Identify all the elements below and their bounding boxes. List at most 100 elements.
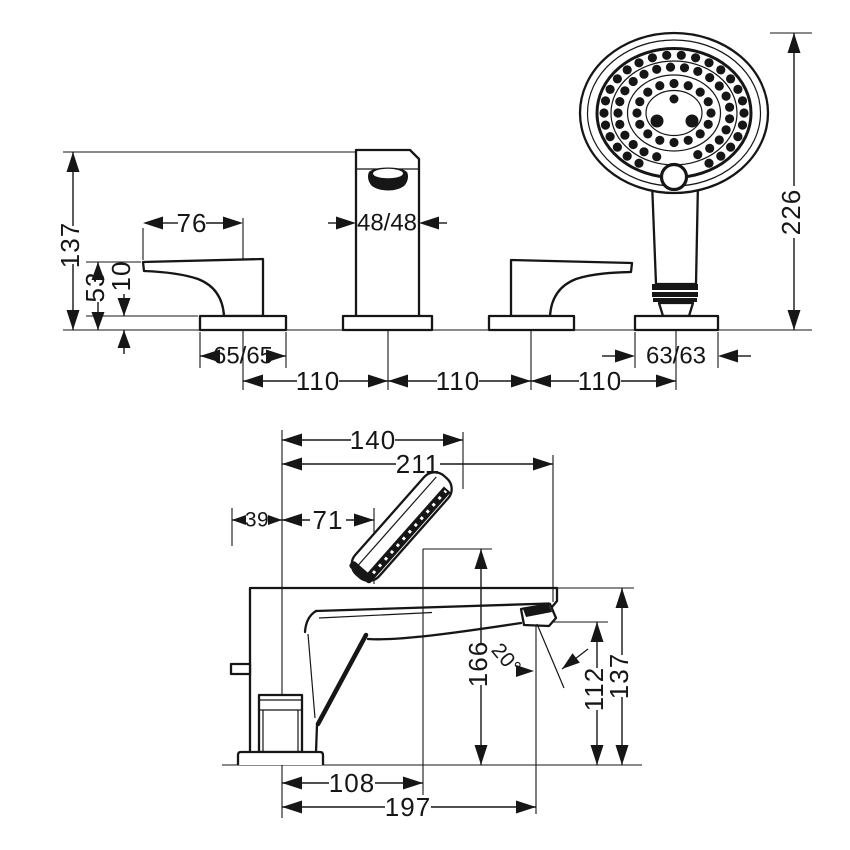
handshower-front (578, 31, 770, 332)
nozzle-dot (613, 108, 623, 118)
dim-label-spacing-right: 110 (578, 366, 622, 396)
dim-handle-escutcheon: 65/65 (200, 343, 286, 370)
nozzle-dot (600, 96, 611, 106)
dim-label-outlet-reach: 197 (385, 792, 431, 822)
nozzle-dot (620, 130, 630, 140)
nozzle-dot (669, 137, 679, 148)
center-jet (685, 114, 699, 128)
nozzle-dot (655, 135, 665, 145)
nozzle-dot (622, 65, 632, 75)
nozzle-dot (669, 78, 679, 89)
nozzle-dot (695, 129, 705, 139)
handle-ring-hole (659, 162, 689, 192)
escutcheon-side (236, 750, 325, 765)
nozzle-dot (634, 158, 644, 168)
dim-label-spout-escutcheon: 48/48 (357, 210, 417, 237)
stream-line (536, 623, 565, 689)
dim-spout-reach: 211 (282, 449, 553, 479)
nozzle-dot (725, 114, 735, 124)
nozzle-dot (739, 108, 749, 118)
nozzle-dots (599, 50, 749, 168)
dim-label-spout-reach: 211 (396, 449, 440, 479)
nozzle-dot (716, 151, 726, 161)
spout-lip-highlight (373, 168, 403, 179)
nozzle-dot (721, 125, 731, 135)
nozzle-dot (705, 73, 715, 83)
nozzle-dot (706, 108, 716, 118)
nozzle-dot (620, 86, 630, 96)
nozzle-dot (693, 150, 703, 160)
blade-crease (314, 602, 551, 613)
center-jet (669, 94, 679, 104)
dim-shower-escutcheon: 63/63 (602, 343, 751, 370)
connector-cone (657, 301, 695, 318)
nozzle-dot (726, 74, 736, 84)
nozzle-dot (714, 81, 724, 91)
dim-shower-axis-offset: 108 (282, 768, 423, 798)
nozzle-dot (643, 87, 653, 97)
nozzle-dot (691, 53, 701, 63)
handshower-side (349, 471, 453, 584)
dim-label-spacing-mid: 110 (436, 366, 480, 396)
dim-handle-height: 53 (80, 262, 110, 330)
nozzle-dot (679, 63, 690, 73)
nozzle-dot (612, 142, 623, 152)
dim-label-rear-clearance: 39 (245, 509, 269, 532)
connector-ring (653, 298, 697, 302)
nozzle-dot (703, 119, 713, 129)
nozzle-dot (703, 97, 713, 107)
nozzle-dot (683, 81, 693, 91)
front-elevation-view: 76 48/48 137 53 10 (55, 31, 812, 396)
dim-shower-mount-height: 166 (463, 549, 493, 765)
nozzle-dot (599, 108, 609, 118)
dim-handle-reach: 76 (143, 208, 243, 238)
nozzle-dot (639, 69, 649, 79)
spout-escutcheon-plate (341, 314, 434, 332)
connector-ring (652, 292, 698, 297)
nozzle-dot (635, 119, 645, 129)
nozzle-dot (605, 132, 615, 142)
dim-label-handle-escutcheon: 65/65 (213, 343, 273, 370)
nozzle-dot (737, 120, 748, 130)
dim-label-handshower-height: 226 (776, 189, 806, 235)
nozzle-dot (683, 135, 693, 145)
nozzle-dot (695, 87, 705, 97)
dim-spout-escutcheon: 48/48 (328, 210, 447, 237)
dim-escutcheon-thickness: 10 (106, 261, 136, 354)
nozzle-dot (704, 158, 714, 168)
nozzle-dot (737, 96, 748, 106)
left-handle-escutcheon (198, 314, 288, 332)
nozzle-dot (647, 53, 658, 63)
dim-label-shower-mount-height: 166 (463, 641, 493, 687)
nozzle-dot (652, 152, 662, 162)
nozzle-dot (733, 132, 743, 142)
nozzle-dot (628, 76, 638, 87)
nozzle-dot (634, 58, 644, 68)
dim-overall-height: 137 (55, 152, 85, 330)
dim-label-outlet-height: 112 (579, 667, 609, 711)
nozzle-dot (600, 120, 611, 130)
dim-label-shower-foot-offset: 71 (313, 505, 344, 535)
nozzle-dot (725, 102, 735, 112)
dim-label-shower-escutcheon: 63/63 (646, 343, 706, 370)
nozzle-dot (643, 129, 653, 139)
nozzle-dot (622, 151, 632, 161)
dim-outlet-reach: 197 (282, 792, 536, 822)
nozzle-dot (615, 97, 625, 107)
nozzle-dot (612, 74, 623, 84)
handshower-handle (650, 180, 700, 286)
nozzle-dot (693, 66, 703, 76)
dim-label-handle-reach: 76 (177, 208, 208, 238)
nozzle-dot (665, 62, 676, 72)
center-jet (650, 114, 664, 128)
dim-spout-height: 137 (604, 588, 634, 765)
right-handle-escutcheon (487, 314, 576, 332)
side-elevation-view: 20° 140 211 39 71 16 (222, 425, 642, 822)
spout-side (229, 586, 559, 765)
nozzle-dot (733, 84, 743, 94)
dim-label-spout-height: 137 (604, 653, 634, 699)
nozzle-dot (655, 81, 665, 91)
left-handle-front (141, 257, 288, 332)
dim-hole-spacing: 110 110 110 (243, 366, 676, 396)
